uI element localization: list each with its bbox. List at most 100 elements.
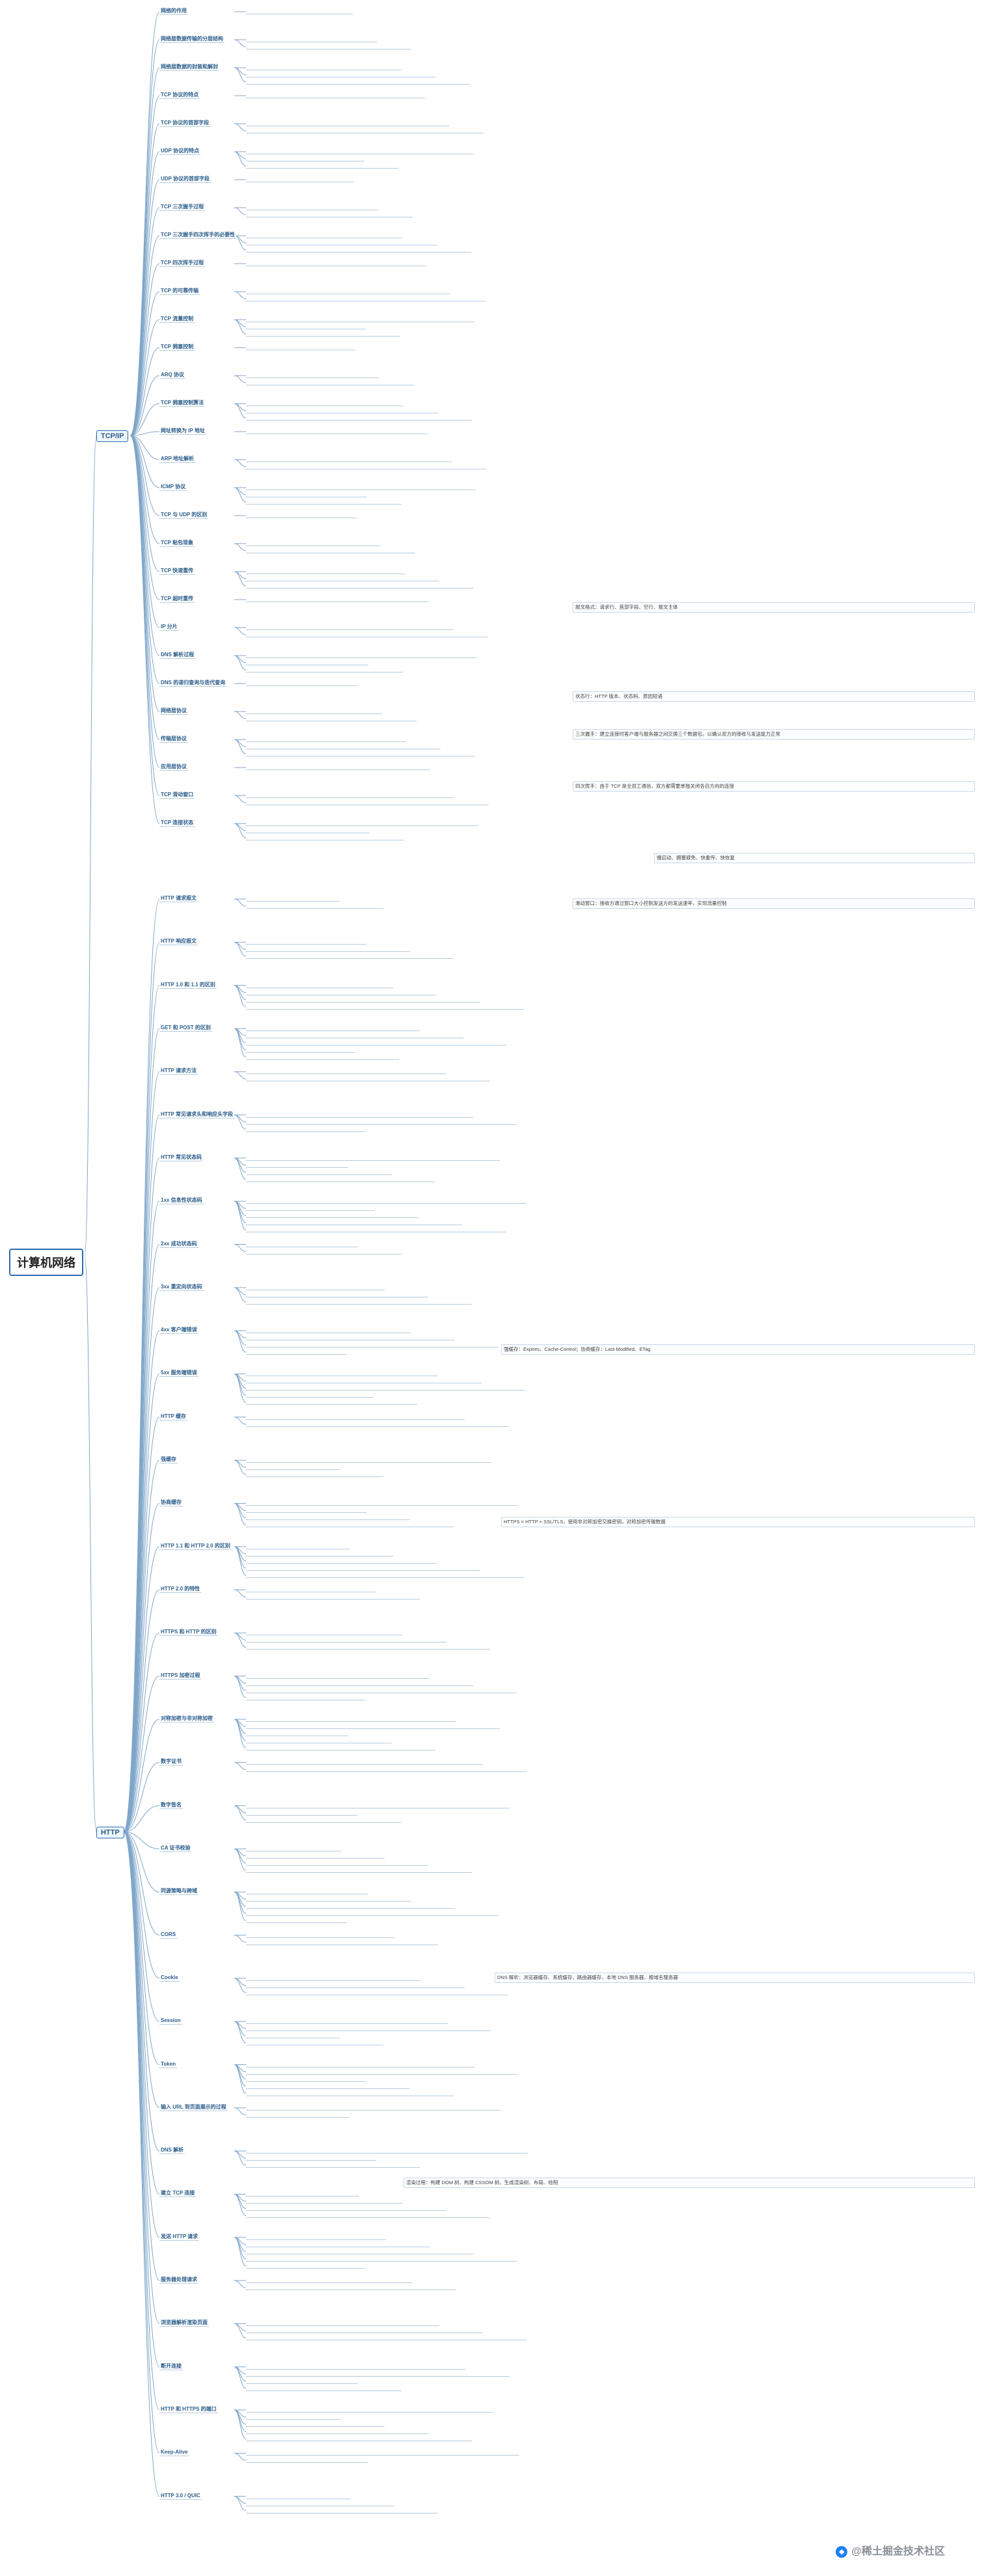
connector-line [123, 1831, 160, 2368]
http-leaf [246, 1593, 420, 1600]
connector-line [123, 1831, 160, 1892]
tcpip-leaf [246, 652, 477, 658]
http-leaf [246, 1571, 524, 1578]
connector-line [123, 1503, 160, 1833]
connector-line [234, 1891, 247, 1921]
connector-line [130, 123, 160, 436]
tcpip-leaf [246, 708, 382, 714]
http-leaf [246, 1456, 491, 1463]
connector-line [234, 2409, 247, 2439]
tcpip-item: TCP 流量控制 [159, 316, 195, 323]
connector-line [234, 151, 247, 167]
connector-line [123, 1546, 160, 1833]
connector-line [123, 1831, 160, 2152]
connector-line [234, 1805, 247, 1814]
connector-line [123, 1589, 160, 1833]
tcpip-item: ARP 地址解析 [159, 456, 195, 463]
tcpip-leaf [246, 92, 425, 98]
http-leaf [246, 1629, 403, 1636]
connector-line [130, 431, 160, 436]
connector-line [234, 487, 247, 495]
http-leaf [246, 2377, 358, 2384]
connector-line [234, 1632, 247, 1641]
tcpip-leaf [246, 512, 357, 518]
http-leaf [246, 2435, 472, 2442]
connector-line [234, 1935, 247, 1943]
connector-line [234, 1460, 247, 1468]
http-leaf [246, 2154, 376, 2161]
tcpip-item: DNS 解析过程 [159, 652, 196, 659]
http-item: HTTP 2.0 的特性 [159, 1586, 202, 1594]
detail-text-block: 四次挥手：由于 TCP 是全双工通信，双方都需要单独关闭各自方向的连接 [573, 781, 975, 792]
connector-line [123, 1831, 160, 2066]
http-leaf [246, 2103, 501, 2111]
tcpip-leaf [246, 43, 411, 49]
connector-line [234, 2280, 247, 2288]
http-leaf [246, 1413, 465, 1420]
http-leaf [246, 1046, 355, 1053]
connector-line [130, 11, 160, 436]
http-item: 4xx 客户端错误 [159, 1327, 198, 1335]
tcpip-leaf [246, 36, 377, 42]
connector-line [123, 1831, 160, 1849]
http-leaf [246, 1643, 490, 1650]
tcpip-leaf [246, 288, 450, 294]
connector-line [130, 435, 160, 544]
http-item: 输入 URL 到页面展示的过程 [159, 2103, 228, 2111]
http-leaf [246, 952, 454, 960]
http-item: 5xx 服务端错误 [159, 1370, 198, 1378]
http-leaf [246, 2370, 510, 2377]
http-leaf [246, 1938, 438, 1945]
http-leaf [246, 2456, 368, 2463]
connector-line [234, 67, 247, 76]
connector-line [234, 1460, 247, 1475]
http-item: HTTP 请求报文 [159, 895, 198, 902]
http-leaf [246, 1118, 517, 1125]
connector-line [123, 1831, 160, 1979]
http-leaf [246, 1471, 383, 1478]
http-leaf [246, 1514, 410, 1521]
connector-line [234, 2193, 247, 2216]
connector-line [234, 655, 247, 663]
http-leaf [246, 1334, 455, 1341]
tcpip-leaf [246, 715, 417, 721]
http-leaf [246, 1384, 525, 1391]
connector-line [123, 1831, 160, 2109]
http-item: DNS 解析 [159, 2147, 185, 2155]
tcpip-leaf [246, 582, 474, 589]
http-leaf [246, 902, 383, 909]
tcpip-item: TCP 快速重传 [159, 568, 195, 575]
juejin-logo-icon: ◆ [836, 2545, 848, 2558]
detail-text-block: 强缓存：Expires、Cache-Control；协商缓存：Last-Modi… [501, 1344, 975, 1355]
http-leaf [246, 2334, 526, 2341]
connector-line [234, 319, 247, 335]
connector-line [130, 435, 160, 572]
topic-http: HTTP [96, 1827, 124, 1838]
connector-line [123, 1831, 160, 2497]
root-node: 计算机网络 [9, 1249, 83, 1276]
http-leaf [246, 1758, 483, 1766]
connector-line [130, 319, 160, 436]
connector-line [234, 2496, 247, 2512]
http-leaf [246, 1175, 435, 1182]
http-leaf [246, 1499, 518, 1506]
http-leaf [246, 1744, 435, 1751]
http-item: Token [159, 2060, 177, 2068]
http-leaf [246, 988, 437, 995]
tcpip-item: IP 分片 [159, 624, 179, 631]
http-leaf [246, 1297, 472, 1305]
tcpip-leaf [246, 295, 485, 301]
tcpip-leaf [246, 330, 400, 337]
tcpip-leaf [246, 239, 437, 245]
tcpip-item: 网络层数据的封装和解封 [159, 64, 219, 71]
connector-line [234, 1157, 247, 1180]
http-leaf [246, 2320, 439, 2327]
http-item: GET 和 POST 的区别 [159, 1024, 212, 1032]
connector-line [234, 739, 247, 747]
connector-line [234, 1200, 247, 1230]
http-leaf [246, 1154, 500, 1161]
tcpip-item: 网络层数据传输的分层结构 [159, 36, 225, 43]
tcpip-item: 应用层协议 [159, 764, 188, 771]
http-leaf [246, 2262, 365, 2269]
connector-line [234, 739, 247, 755]
